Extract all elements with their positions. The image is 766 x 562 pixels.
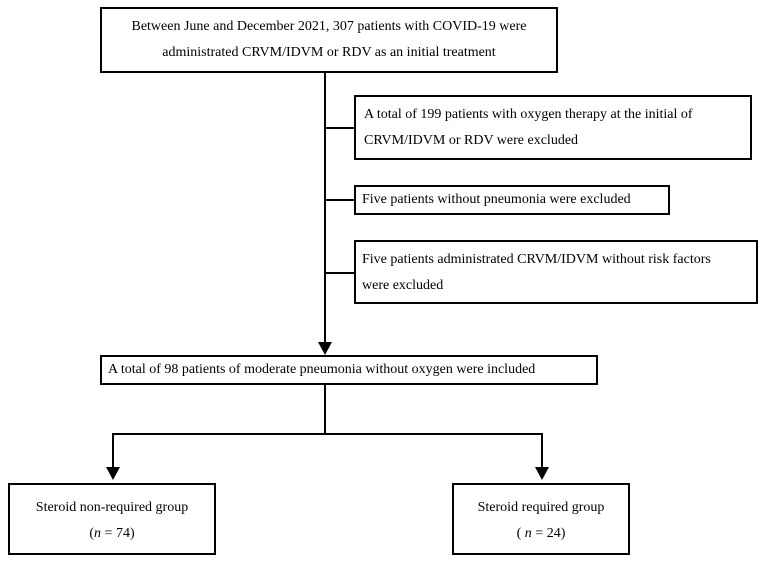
- exclusion-1-line-1: A total of 199 patients with oxygen ther…: [364, 107, 693, 122]
- group-a-box: Steroid non-required group (n = 74): [8, 483, 216, 555]
- exclusion-1-line-2: CRVM/IDVM or RDV were excluded: [364, 133, 579, 148]
- arrow-to-group-a: [106, 467, 120, 480]
- start-box: Between June and December 2021, 307 pati…: [100, 7, 558, 73]
- group-a-open-paren: (: [89, 526, 95, 541]
- included-line-1: A total of 98 patients of moderate pneum…: [108, 362, 536, 377]
- group-b-n-value: = 24): [535, 526, 566, 541]
- lower-vertical-connector: [324, 384, 326, 434]
- start-line-1: Between June and December 2021, 307 pati…: [131, 19, 527, 34]
- exclusion-box-2: Five patients without pneumonia were exc…: [354, 185, 670, 215]
- branch-connector-2: [325, 199, 354, 201]
- start-line-2: administrated CRVM/IDVM or RDV as an ini…: [162, 45, 496, 60]
- group-b-count: ( n = 24): [454, 521, 628, 547]
- arrow-to-group-b: [535, 467, 549, 480]
- group-b-box: Steroid required group ( n = 24): [452, 483, 630, 555]
- group-a-title: Steroid non-required group: [35, 500, 189, 515]
- group-b-open-paren: (: [516, 526, 522, 541]
- group-b-n-label: n: [524, 526, 532, 541]
- left-drop-connector: [112, 433, 114, 468]
- split-horizontal-connector: [112, 433, 543, 435]
- arrow-to-included: [318, 342, 332, 355]
- branch-connector-1: [325, 127, 354, 129]
- exclusion-2-line-1: Five patients without pneumonia were exc…: [362, 192, 631, 207]
- exclusion-3-line-2: were excluded: [362, 278, 444, 293]
- main-vertical-connector: [324, 73, 326, 343]
- exclusion-box-3: Five patients administrated CRVM/IDVM wi…: [354, 240, 758, 304]
- group-b-title: Steroid required group: [477, 500, 605, 515]
- group-a-count: (n = 74): [10, 521, 214, 547]
- right-drop-connector: [541, 433, 543, 468]
- exclusion-3-line-1: Five patients administrated CRVM/IDVM wi…: [362, 252, 711, 267]
- included-box: A total of 98 patients of moderate pneum…: [100, 355, 598, 385]
- branch-connector-3: [325, 272, 354, 274]
- group-a-n-label: n: [94, 526, 102, 541]
- exclusion-box-1: A total of 199 patients with oxygen ther…: [354, 95, 752, 160]
- group-a-n-value: = 74): [104, 526, 135, 541]
